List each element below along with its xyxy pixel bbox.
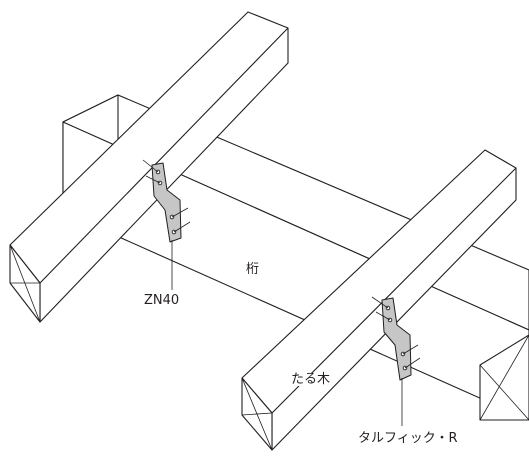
connector-zn40-label: ZN40	[144, 293, 180, 308]
rafter-left	[9, 11, 289, 323]
connector-zn40	[142, 159, 191, 290]
rafter-label: たる木	[291, 372, 331, 387]
connector-talfic-label: タルフィック・R	[358, 431, 458, 446]
beam-label: 桁	[246, 262, 260, 277]
connector-talfic-r	[371, 296, 421, 426]
